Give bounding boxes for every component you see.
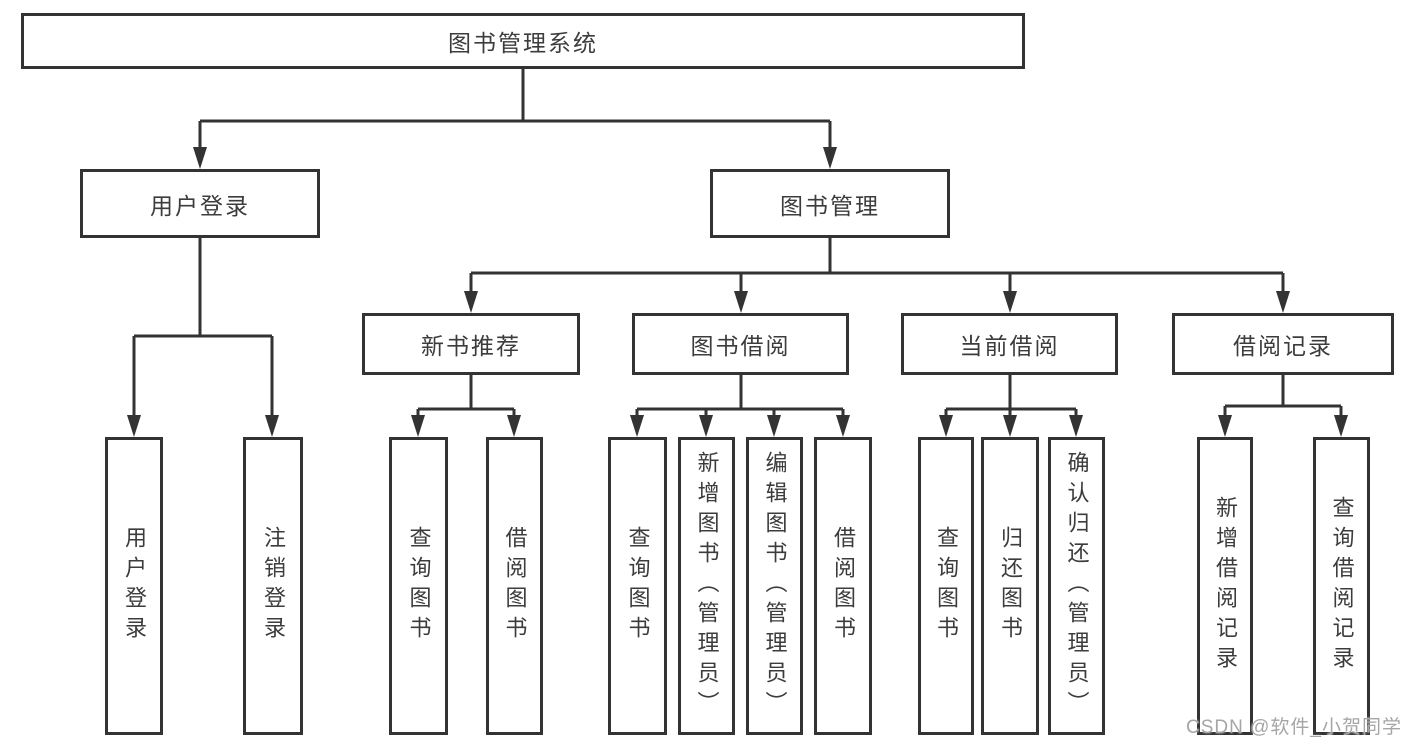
node-confirm-return-admin: 确认归还（管理员） (1048, 437, 1105, 735)
node-book-management-label: 图书管理 (780, 192, 880, 219)
node-borrow-books-under-recommend: 借阅图书 (486, 437, 543, 735)
node-add-books-admin: 新增图书（管理员） (678, 437, 735, 735)
arrow-down-icon (1276, 291, 1290, 313)
node-new-book-recommend-label: 新书推荐 (421, 333, 521, 359)
node-borrow-records: 借阅记录 (1172, 313, 1394, 375)
arrow-down-icon (1334, 415, 1348, 437)
node-logout-leaf-label: 注销登录 (261, 526, 286, 646)
arrow-down-icon (699, 415, 713, 437)
node-root: 图书管理系统 (21, 13, 1025, 69)
connector-book-borrow-children (630, 375, 850, 437)
csdn-watermark: CSDN @软件_小贺同学 (1186, 717, 1402, 738)
arrow-down-icon (193, 147, 207, 169)
arrow-down-icon (1218, 415, 1232, 437)
node-query-books-under-current-label: 查询图书 (934, 526, 959, 646)
node-edit-books-admin: 编辑图书（管理员） (746, 437, 803, 735)
arrow-down-icon (411, 415, 425, 437)
arrow-down-icon (464, 291, 478, 313)
node-query-books-under-recommend-label: 查询图书 (406, 526, 432, 646)
node-return-books-label: 归还图书 (998, 526, 1023, 646)
node-edit-books-admin-label: 编辑图书（管理员） (762, 451, 788, 721)
node-query-books-under-recommend: 查询图书 (389, 437, 448, 735)
node-query-books-under-borrow: 查询图书 (608, 437, 667, 735)
arrow-down-icon (734, 291, 748, 313)
arrow-down-icon (767, 415, 781, 437)
node-borrow-books-leaf: 借阅图书 (814, 437, 872, 735)
node-confirm-return-admin-label: 确认归还（管理员） (1064, 451, 1090, 721)
node-book-borrow-label: 图书借阅 (690, 333, 791, 359)
node-login-leaf-label: 用户登录 (122, 526, 147, 646)
arrow-down-icon (939, 415, 953, 437)
arrow-down-icon (823, 147, 837, 169)
node-book-management: 图书管理 (710, 169, 950, 238)
node-return-books: 归还图书 (981, 437, 1039, 735)
connector-root-to-level2 (193, 69, 837, 169)
node-query-books-under-borrow-label: 查询图书 (625, 526, 651, 646)
node-user-login-label: 用户登录 (150, 192, 250, 219)
node-root-label: 图书管理系统 (448, 30, 598, 56)
node-new-book-recommend: 新书推荐 (362, 313, 580, 375)
arrow-down-icon (507, 415, 521, 437)
node-user-login: 用户登录 (80, 169, 320, 238)
node-current-borrow-label: 当前借阅 (959, 333, 1060, 359)
connector-book-management-children (464, 238, 1290, 313)
connector-current-borrow-children (939, 375, 1083, 437)
connector-new-book-recommend-children (411, 375, 521, 437)
node-borrow-records-label: 借阅记录 (1233, 333, 1333, 359)
node-query-borrow-record: 查询借阅记录 (1313, 437, 1370, 735)
node-login-leaf: 用户登录 (105, 437, 163, 735)
connector-user-login-children (127, 238, 279, 437)
node-query-books-under-current: 查询图书 (918, 437, 974, 735)
node-query-borrow-record-label: 查询借阅记录 (1329, 496, 1355, 676)
arrow-down-icon (1003, 415, 1017, 437)
node-logout-leaf: 注销登录 (243, 437, 303, 735)
node-book-borrow: 图书借阅 (632, 313, 849, 375)
arrow-down-icon (1003, 291, 1017, 313)
arrow-down-icon (127, 415, 141, 437)
node-borrow-books-under-recommend-label: 借阅图书 (502, 526, 528, 646)
arrow-down-icon (630, 415, 644, 437)
arrow-down-icon (1069, 415, 1083, 437)
node-add-borrow-record-label: 新增借阅记录 (1213, 496, 1238, 676)
node-borrow-books-leaf-label: 借阅图书 (831, 526, 856, 646)
node-add-books-admin-label: 新增图书（管理员） (694, 451, 720, 721)
arrow-down-icon (836, 415, 850, 437)
connector-borrow-records-children (1218, 375, 1348, 437)
arrow-down-icon (265, 415, 279, 437)
node-current-borrow: 当前借阅 (901, 313, 1118, 375)
node-add-borrow-record: 新增借阅记录 (1197, 437, 1253, 735)
